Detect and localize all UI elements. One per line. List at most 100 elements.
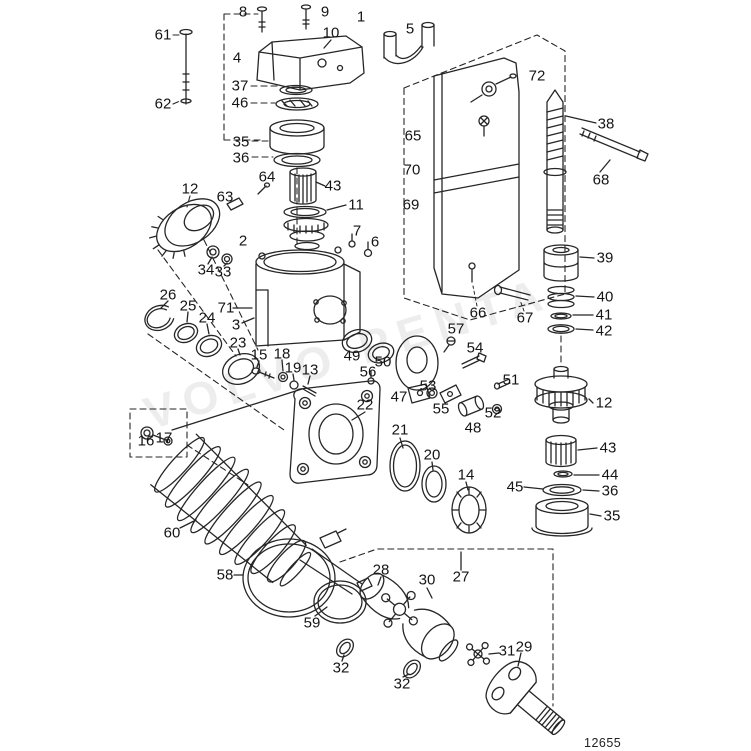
callout-1: 1 [356, 8, 366, 26]
ring-41 [550, 312, 572, 320]
spring-40 [547, 285, 575, 309]
screw-9 [300, 4, 312, 30]
callout-53: 53 [419, 377, 437, 395]
callout-50: 50 [374, 353, 392, 371]
ring-32-a [335, 638, 355, 658]
callout-46: 46 [231, 94, 249, 112]
nut-19 [289, 380, 299, 390]
callout-72: 72 [528, 67, 546, 85]
bolt-16-washer-17 [140, 426, 173, 446]
bearing-14 [451, 486, 487, 534]
callout-37: 37 [231, 77, 249, 95]
ring-37 [279, 84, 313, 96]
callout-36: 36 [601, 482, 619, 500]
callout-35: 35 [603, 507, 621, 525]
pin-51 [493, 378, 511, 390]
callout-26: 26 [159, 286, 177, 304]
callout-51: 51 [502, 371, 520, 389]
callout-34: 34 [197, 261, 215, 279]
callout-40: 40 [596, 288, 614, 306]
u-joint [359, 572, 459, 662]
bellows-60 [150, 433, 312, 587]
callout-64: 64 [258, 168, 276, 186]
callout-11: 11 [348, 196, 364, 214]
callout-43: 43 [324, 177, 342, 195]
screw-61 [179, 28, 193, 105]
o-ring-21 [389, 440, 421, 492]
callout-36: 36 [232, 149, 250, 167]
ring-25 [173, 322, 199, 344]
callout-70: 70 [403, 161, 421, 179]
callout-28: 28 [372, 561, 390, 579]
snap-ring-26 [144, 304, 175, 332]
callout-24: 24 [198, 309, 216, 327]
callout-12: 12 [595, 394, 613, 412]
callout-10: 10 [322, 24, 340, 42]
ring-36-lower [542, 483, 582, 497]
callout-7: 7 [352, 222, 362, 240]
coupling-39 [543, 244, 579, 282]
seal-20 [421, 465, 447, 503]
washer-18 [277, 371, 289, 383]
pin-13 [302, 385, 317, 397]
callout-6: 6 [370, 233, 380, 251]
cylinder-48 [457, 395, 485, 417]
callout-43: 43 [599, 439, 617, 457]
ring-24 [195, 334, 223, 358]
figure-number: 12655 [584, 736, 622, 750]
callout-61: 61 [154, 26, 172, 44]
bearing-cup-35-lower [531, 497, 593, 537]
clamp-58 [242, 528, 347, 618]
ring-42 [547, 324, 575, 334]
bearing-cup-35-upper [269, 119, 325, 155]
callout-42: 42 [595, 322, 613, 340]
callout-67: 67 [516, 309, 534, 327]
callout-44: 44 [601, 466, 619, 484]
callout-33: 33 [214, 263, 232, 281]
callout-8: 8 [238, 3, 248, 21]
callout-63: 63 [216, 188, 234, 206]
gear-housing-2 [255, 246, 361, 347]
callout-68: 68 [592, 171, 610, 189]
bevel-gear-12-right [534, 365, 588, 424]
gasket-46 [275, 97, 319, 111]
callout-19: 19 [284, 359, 302, 377]
washer-52 [491, 403, 503, 415]
ring-36-upper [273, 152, 321, 168]
callout-32: 32 [393, 675, 411, 693]
splined-hub-43-right [545, 434, 577, 468]
bracket-55 [439, 384, 462, 404]
callout-47: 47 [390, 388, 408, 406]
callout-27: 27 [452, 568, 470, 586]
grease-fitting-31 [465, 641, 491, 667]
washer-53 [426, 387, 438, 399]
callout-15: 15 [250, 346, 268, 364]
callout-66: 66 [469, 304, 487, 322]
callout-59: 59 [303, 614, 321, 632]
callout-56: 56 [359, 363, 377, 381]
bolt-15 [251, 367, 275, 379]
callout-41: 41 [595, 306, 613, 324]
callout-25: 25 [179, 297, 197, 315]
callout-49: 49 [343, 347, 361, 365]
transom-shield [433, 57, 531, 301]
callout-38: 38 [597, 115, 615, 133]
callout-71: 71 [217, 299, 235, 317]
callout-62: 62 [154, 95, 172, 113]
callout-14: 14 [457, 466, 475, 484]
callout-4: 4 [232, 49, 242, 67]
callout-18: 18 [273, 345, 291, 363]
callout-30: 30 [418, 571, 436, 589]
bevel-gear-12-left [149, 198, 221, 259]
callout-60: 60 [163, 524, 181, 542]
callout-5: 5 [405, 20, 415, 38]
callout-58: 58 [216, 566, 234, 584]
clamp-59 [313, 577, 373, 624]
studs-7-6 [348, 233, 373, 258]
gear-stack [283, 217, 329, 251]
vertical-shaft-38 [543, 89, 567, 234]
callout-23: 23 [229, 334, 247, 352]
pin-64 [257, 182, 271, 195]
